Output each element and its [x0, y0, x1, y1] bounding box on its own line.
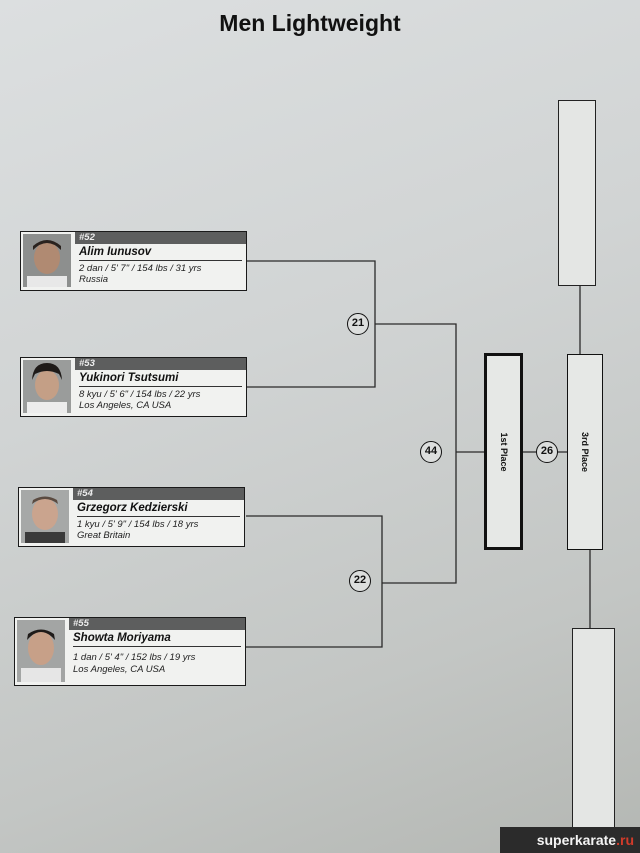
- competitor-card-4[interactable]: #55 Showta Moriyama 1 dan / 5' 4" / 152 …: [14, 617, 246, 686]
- competitor-name: Grzegorz Kedzierski: [77, 502, 240, 517]
- competitor-stats: 2 dan / 5' 7" / 154 lbs / 31 yrs: [79, 263, 202, 274]
- competitor-card-3[interactable]: #54 Grzegorz Kedzierski 1 kyu / 5' 9" / …: [18, 487, 245, 547]
- competitor-seed: #52: [75, 232, 246, 244]
- third-place-box: 3rd Place: [567, 354, 603, 550]
- competitor-stats: 8 kyu / 5' 6" / 154 lbs / 22 yrs: [79, 389, 201, 400]
- competitor-card-1[interactable]: #52 Alim Iunusov 2 dan / 5' 7" / 154 lbs…: [20, 231, 247, 291]
- competitor-card-2[interactable]: #53 Yukinori Tsutsumi 8 kyu / 5' 6" / 15…: [20, 357, 247, 417]
- competitor-seed: #53: [75, 358, 246, 370]
- competitor-photo: [23, 234, 71, 287]
- competitor-photo: [23, 360, 71, 413]
- competitor-seed: #54: [73, 488, 244, 500]
- competitor-seed: #55: [69, 618, 245, 630]
- competitor-stats: 1 kyu / 5' 9" / 154 lbs / 18 yrs: [77, 519, 199, 530]
- competitor-location: Los Angeles, CA USA: [79, 400, 172, 411]
- site-watermark: superkarate.ru: [500, 827, 640, 853]
- empty-slot-box-top: [558, 100, 596, 286]
- competitor-stats: 1 dan / 5' 4" / 152 lbs / 19 yrs: [73, 652, 196, 663]
- first-place-box: 1st Place: [484, 353, 523, 550]
- competitor-location: Russia: [79, 274, 109, 285]
- watermark-text: superkarate: [536, 832, 617, 848]
- empty-slot-box-bottom: [572, 628, 615, 841]
- first-place-label: 1st Place: [498, 431, 509, 472]
- third-place-label: 3rd Place: [580, 431, 590, 473]
- competitor-photo: [17, 620, 65, 682]
- match-number-44: 44: [420, 441, 442, 463]
- competitor-name: Showta Moriyama: [73, 632, 241, 647]
- match-number-21: 21: [347, 313, 369, 335]
- watermark-suffix: .ru: [616, 832, 634, 848]
- competitor-name: Yukinori Tsutsumi: [79, 372, 242, 387]
- competitor-location: Great Britain: [77, 530, 131, 541]
- match-number-22: 22: [349, 570, 371, 592]
- competitor-name: Alim Iunusov: [79, 246, 242, 261]
- competitor-location: Los Angeles, CA USA: [73, 664, 166, 675]
- page-title: Men Lightweight: [219, 10, 401, 36]
- match-number-26: 26: [536, 441, 558, 463]
- competitor-photo: [21, 490, 69, 543]
